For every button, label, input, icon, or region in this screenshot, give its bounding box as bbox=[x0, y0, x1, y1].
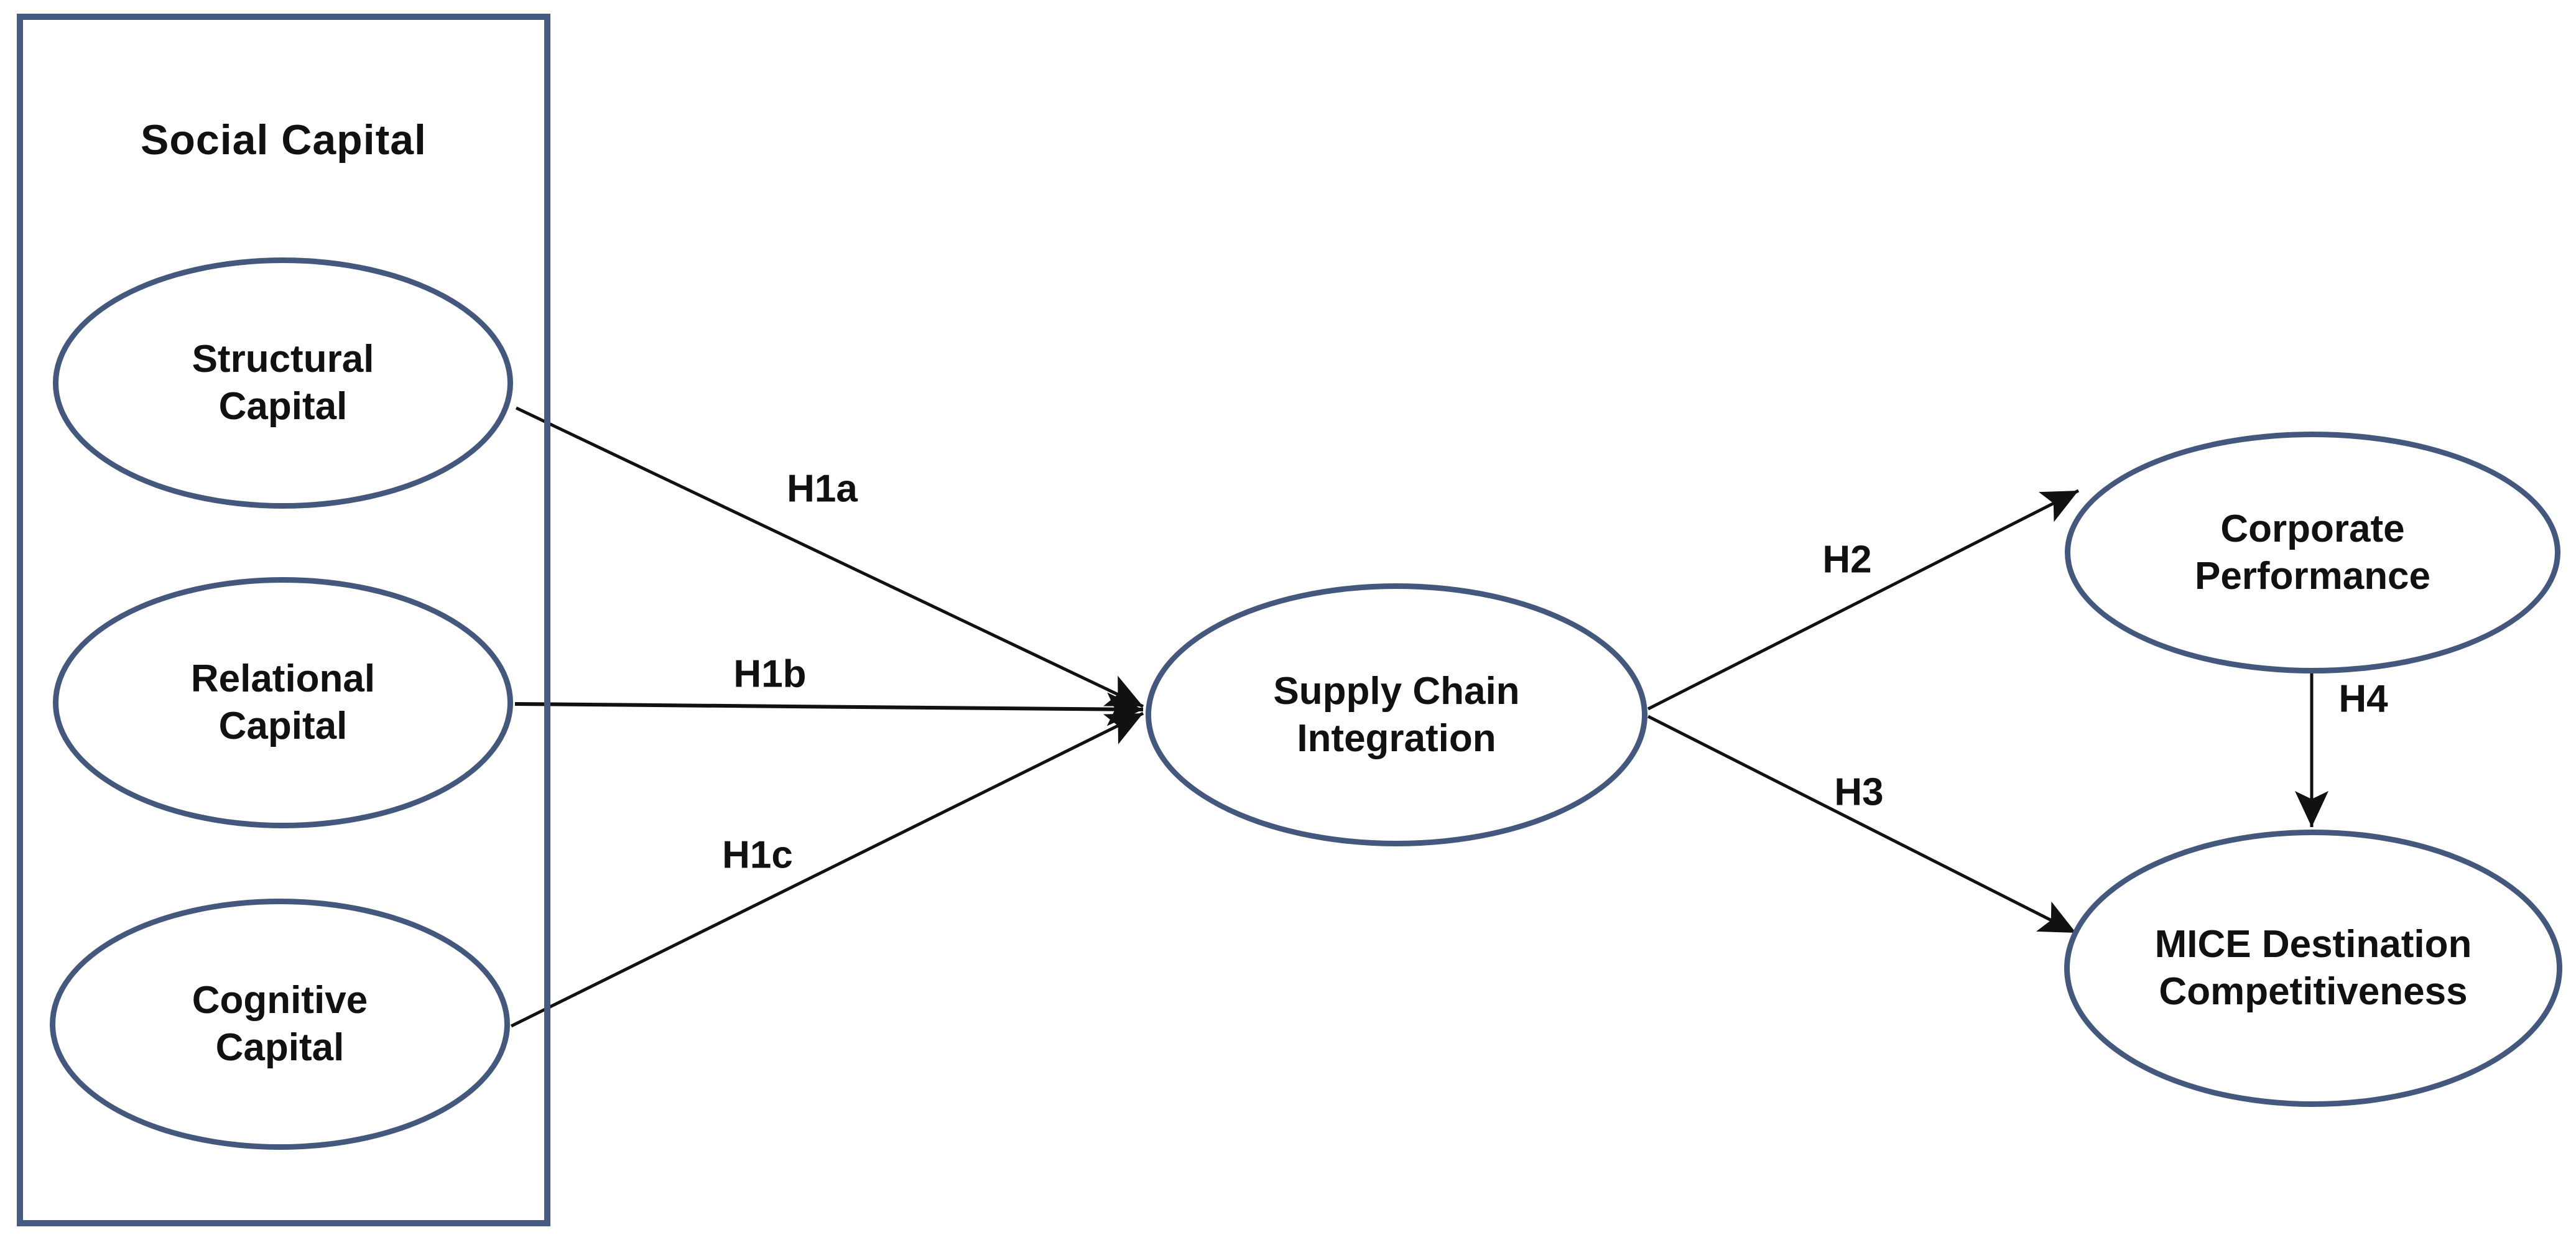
edge-h2-arrow bbox=[1647, 489, 2080, 711]
node-structural-capital: Structural Capital bbox=[53, 257, 513, 509]
edge-label-h1b: H1b bbox=[733, 652, 807, 696]
node-corporate-performance-label: Corporate Performance bbox=[2194, 507, 2431, 598]
node-mice-destination-competitiveness-label: MICE Destination Competitiveness bbox=[2154, 923, 2472, 1013]
node-relational-capital-label: Relational Capital bbox=[190, 657, 376, 747]
node-cognitive-capital-label: Cognitive Capital bbox=[192, 979, 368, 1069]
edge-h1c-arrow bbox=[510, 711, 1144, 1028]
edge-label-h3: H3 bbox=[1834, 770, 1884, 814]
node-supply-chain-integration-label: Supply Chain Integration bbox=[1273, 669, 1520, 760]
social-capital-group-title: Social Capital bbox=[141, 116, 427, 164]
node-cognitive-capital: Cognitive Capital bbox=[50, 899, 510, 1150]
node-mice-destination-competitiveness: MICE Destination Competitiveness bbox=[2064, 830, 2562, 1107]
edge-label-h2: H2 bbox=[1822, 538, 1872, 581]
node-structural-capital-label: Structural Capital bbox=[192, 338, 374, 428]
edge-label-h1c: H1c bbox=[722, 833, 793, 877]
edge-h3-arrow bbox=[1647, 715, 2077, 935]
edge-label-h1a: H1a bbox=[787, 467, 858, 511]
node-corporate-performance: Corporate Performance bbox=[2065, 432, 2560, 673]
node-supply-chain-integration: Supply Chain Integration bbox=[1146, 583, 1647, 846]
edge-h1a-arrow bbox=[515, 406, 1144, 708]
edge-h1b-arrow bbox=[514, 692, 1144, 726]
social-capital-group-box bbox=[17, 14, 550, 1226]
node-relational-capital: Relational Capital bbox=[53, 577, 513, 828]
edge-label-h4: H4 bbox=[2338, 677, 2388, 721]
